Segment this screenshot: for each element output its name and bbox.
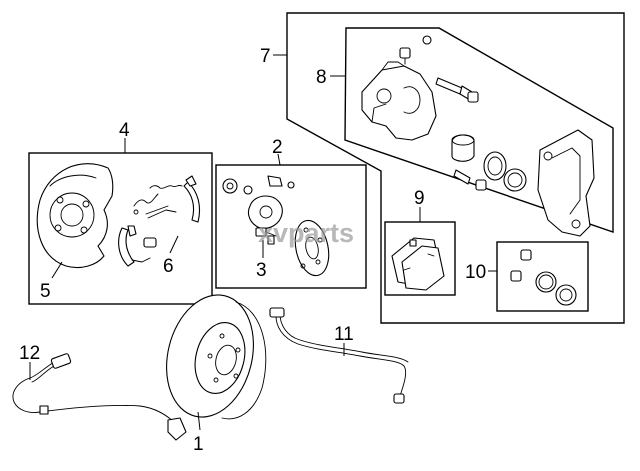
parking-brake-shoes (118, 175, 201, 267)
callout-1: 1 (193, 434, 204, 455)
backing-plate-group-frame (28, 152, 213, 305)
callout-9: 9 (414, 188, 425, 209)
hub-group-frame (215, 164, 367, 289)
callout-11: 11 (334, 324, 354, 345)
callout-3: 3 (256, 260, 267, 281)
seal-kit-frame (496, 241, 589, 312)
callout-2: 2 (272, 137, 283, 158)
caliper-assembly-frame (286, 12, 625, 324)
callout-5: 5 (40, 281, 51, 302)
brake-pads (391, 237, 445, 291)
abs-wheel-speed-sensor (12, 353, 187, 441)
brake-caliper (361, 35, 595, 237)
callout-10: 10 (465, 262, 486, 283)
brake-disc (166, 294, 267, 420)
caliper-seal-kit (510, 249, 577, 306)
hub-bearing (222, 175, 330, 277)
watermark-text: xvparts (258, 218, 354, 248)
callout-12: 12 (19, 343, 40, 364)
caliper-body-frame (344, 27, 614, 233)
callout-7: 7 (260, 46, 271, 67)
backing-plate (36, 163, 114, 269)
brake-hose (269, 307, 409, 404)
callout-4: 4 (119, 120, 130, 141)
leader-lines (29, 54, 497, 431)
hub-bolt (255, 227, 277, 245)
callout-6: 6 (163, 256, 174, 277)
callout-8: 8 (316, 67, 327, 88)
